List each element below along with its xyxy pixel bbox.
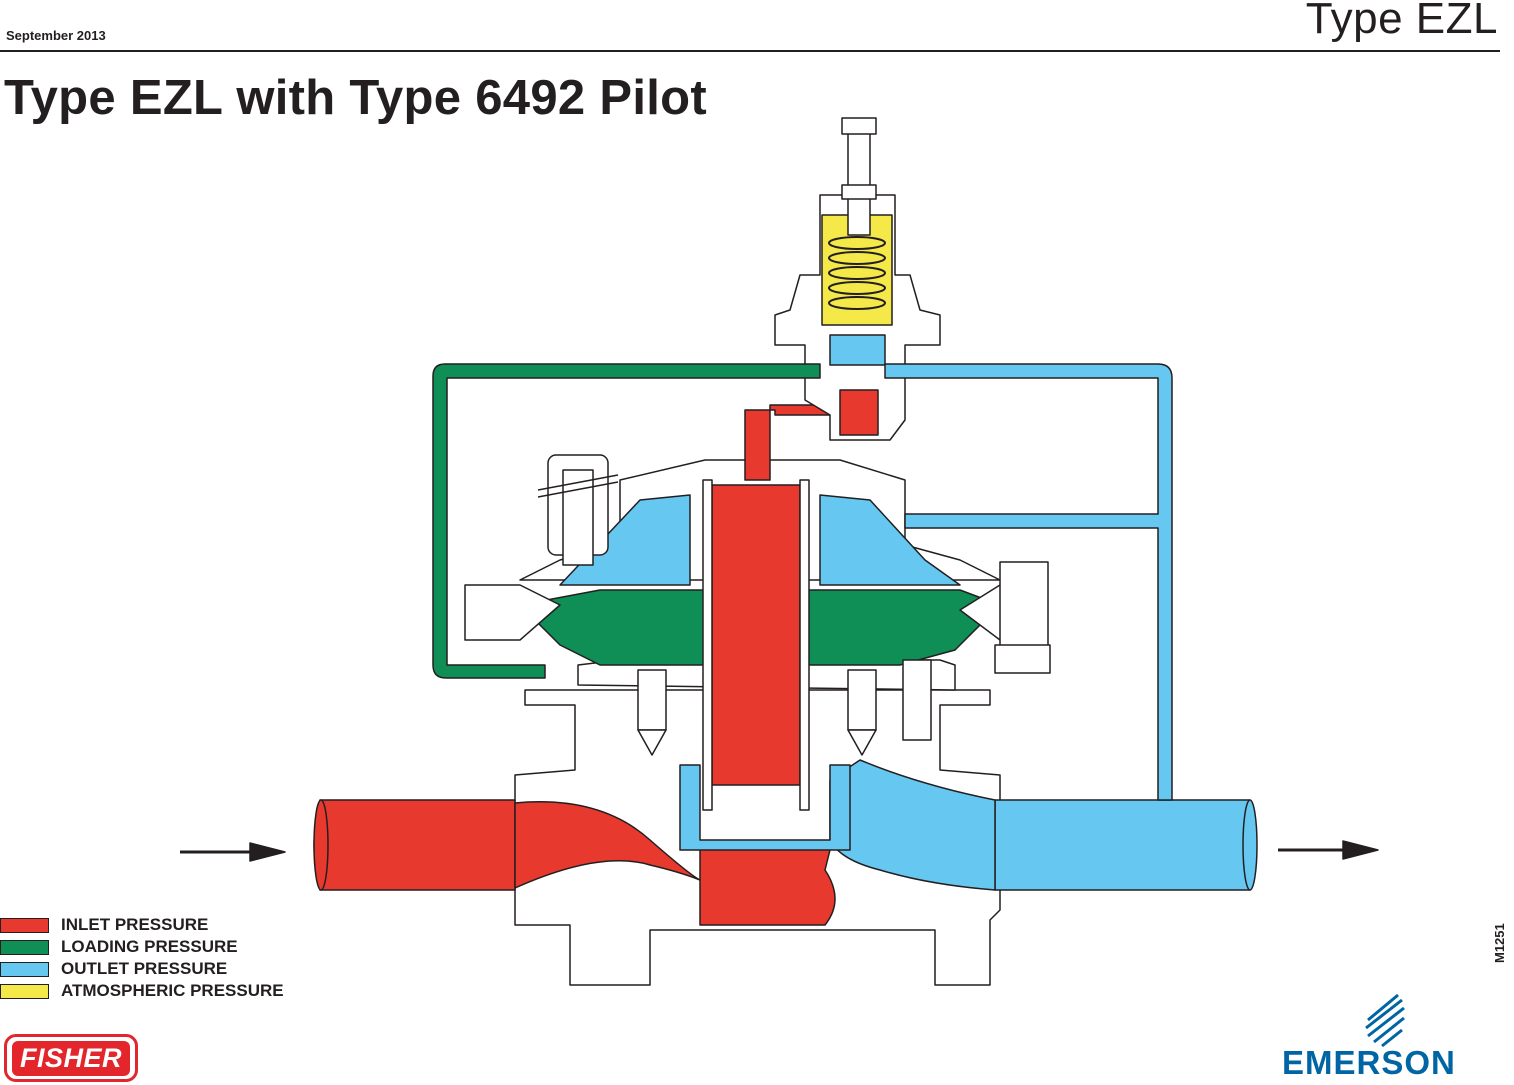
bolt-far-right [902,659,932,741]
pilot-inlet-chamber [839,389,879,436]
sensing-tube [884,363,1173,801]
legend-swatch-inlet [0,917,49,933]
publication-date: September 2013 [6,28,106,43]
inlet-column [711,484,801,786]
legend-item-atmospheric: ATMOSPHERIC PRESSURE [0,980,284,1002]
pressure-legend: INLET PRESSURE LOADING PRESSURE OUTLET P… [0,914,284,1002]
column-guide-left [702,479,713,811]
cage-outlet [679,764,851,851]
page-title: Type EZL with Type 6492 Pilot [4,71,708,125]
legend-label-outlet: OUTLET PRESSURE [61,959,228,978]
outlet-pipe [994,799,1257,891]
loading-chamber-right [804,589,1001,666]
legend-label-atmospheric: ATMOSPHERIC PRESSURE [61,981,284,1000]
emerson-logo-text: EMERSON [1282,1044,1456,1081]
legend-swatch-outlet [0,961,49,977]
legend-item-loading: LOADING PRESSURE [0,936,284,958]
document-type: Type EZL [1305,0,1498,43]
loading-tube [432,363,821,679]
inlet-passage [514,801,836,926]
legend-item-outlet: OUTLET PRESSURE [0,958,284,980]
header-rule [0,50,1500,52]
legend-label-loading: LOADING PRESSURE [61,937,238,956]
legend-label-inlet: INLET PRESSURE [61,915,209,934]
emerson-logo: EMERSON [1278,990,1498,1085]
legend-swatch-loading [0,939,49,955]
drawing-code: M1251 [1492,923,1507,963]
upper-chamber-right [819,494,961,586]
flange-left [464,584,561,641]
lock-nut [841,184,877,200]
column-guide-right [799,479,810,811]
fisher-logo: FISHER [4,1034,138,1082]
bolt-right [847,669,877,731]
legend-item-inlet: INLET PRESSURE [0,914,284,936]
bolt-left [637,669,667,731]
adjusting-screw-head [841,117,877,135]
pilot-outlet-chamber [829,334,886,366]
emerson-mark-icon [1365,993,1405,1048]
legend-swatch-atmospheric [0,983,49,999]
inlet-pipe [313,799,516,891]
adjusting-screw [847,124,871,236]
fisher-logo-text: FISHER [11,1040,130,1076]
outlet-passage [829,759,996,891]
